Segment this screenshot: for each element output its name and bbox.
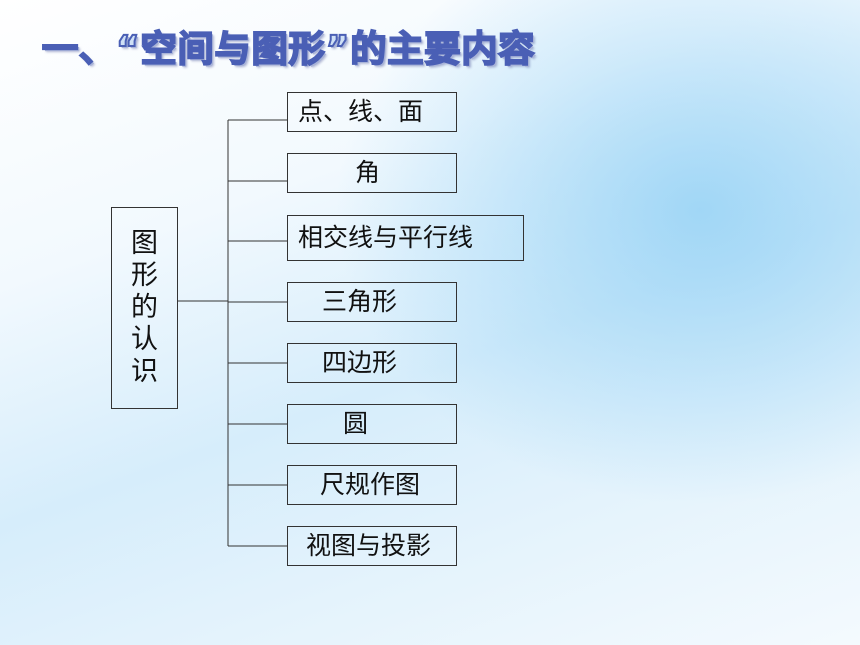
node-quadrilateral: 四边形 [287, 343, 457, 383]
slide-title: 一、“空间与图形”的主要内容 [41, 28, 536, 71]
root-node-label: 图形的认识 [131, 228, 158, 387]
node-triangle: 三角形 [287, 282, 457, 322]
node-circle: 圆 [287, 404, 457, 444]
root-node: 图形的认识 [111, 207, 178, 409]
node-angle: 角 [287, 153, 457, 193]
node-views-projection: 视图与投影 [287, 526, 457, 566]
node-intersecting-parallel-lines: 相交线与平行线 [287, 215, 524, 261]
node-points-lines-faces: 点、线、面 [287, 92, 457, 132]
node-ruler-compass-construction: 尺规作图 [287, 465, 457, 505]
